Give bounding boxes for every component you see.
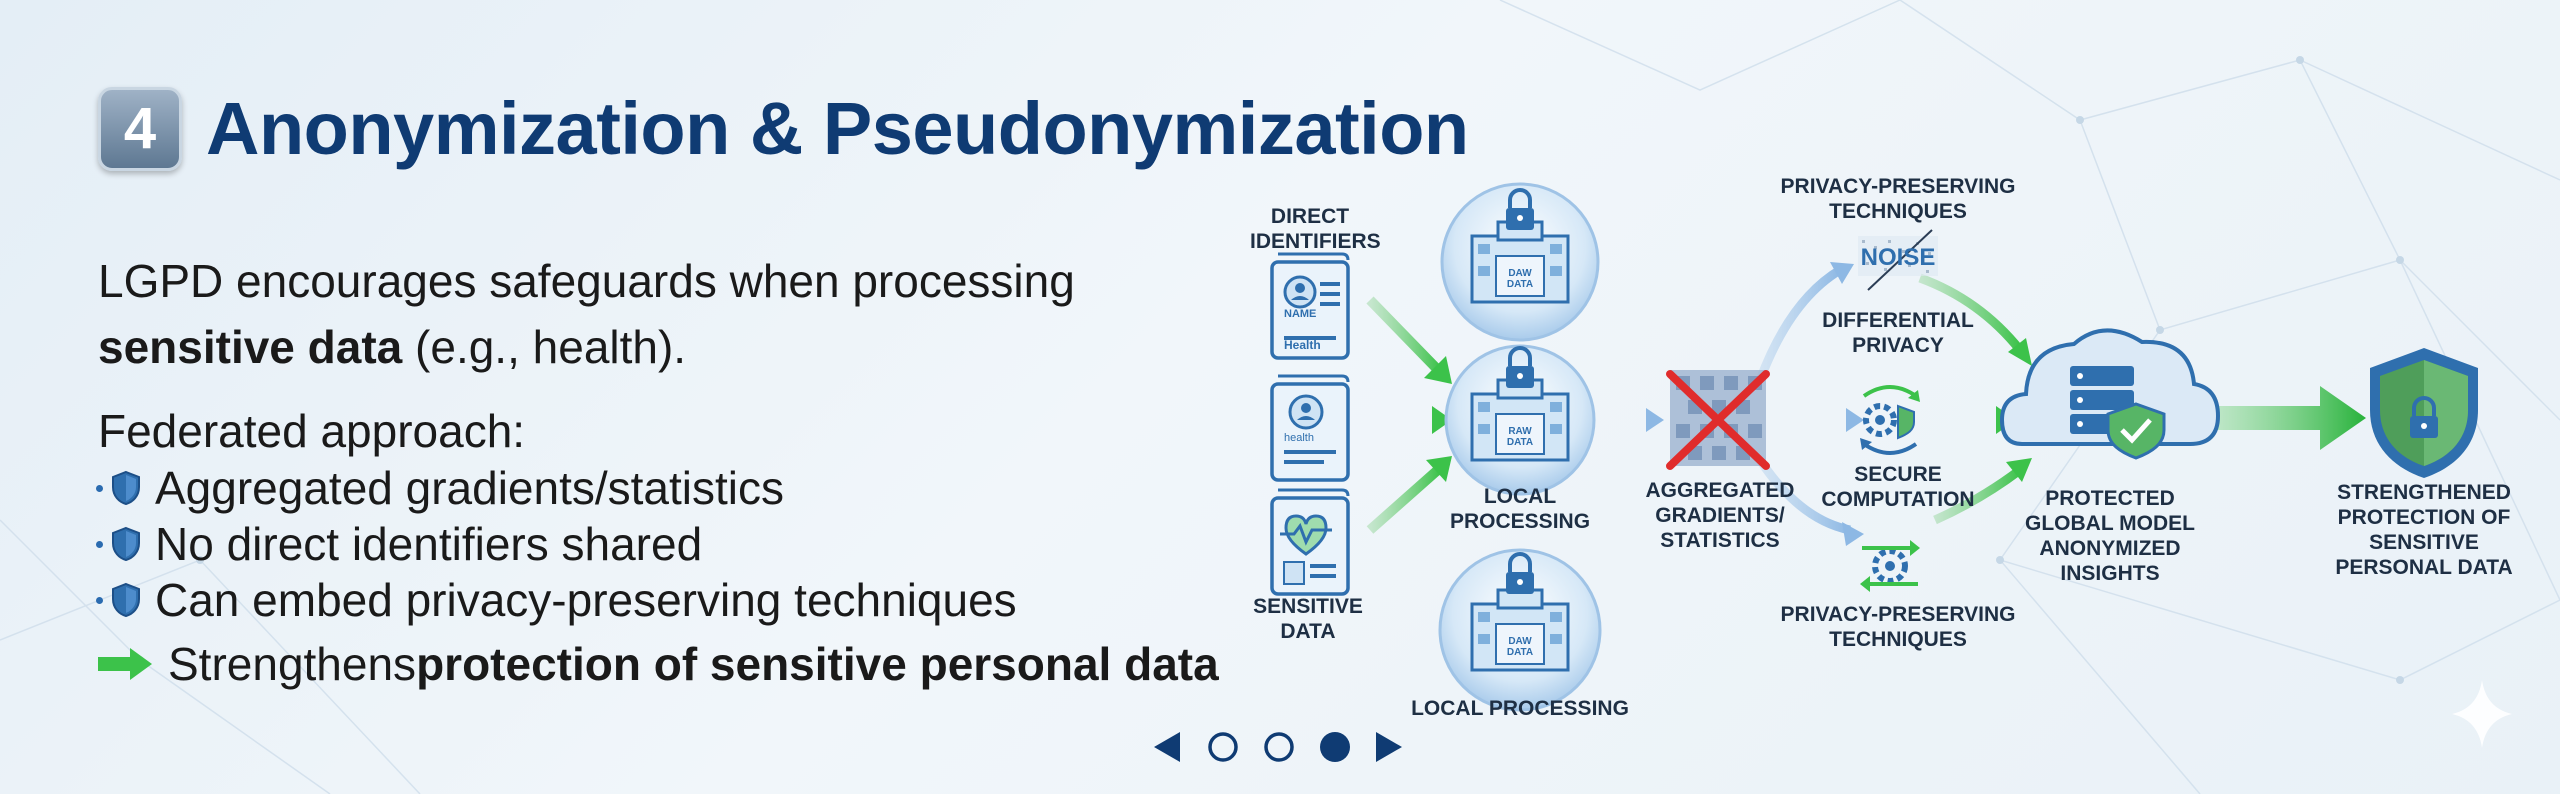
- doc2-field-health: health: [1284, 432, 1314, 444]
- intro-line-1: LGPD encourages safeguards when processi…: [98, 255, 1075, 307]
- cloud-server-icon: [1999, 328, 2221, 460]
- title-row: 4 Anonymization & Pseudonymization: [98, 86, 1469, 171]
- conclusion-line: Strengthens protection of sensitive pers…: [96, 637, 1219, 691]
- bullet-3: Can embed privacy-preserving techniques: [96, 573, 1017, 627]
- bullet-dot: [96, 596, 103, 604]
- arrow-right-icon: [98, 648, 152, 680]
- conclusion-prefix: Strengthens: [168, 638, 417, 690]
- document-icon: [1270, 374, 1350, 482]
- bullet-1: Aggregated gradients/statistics: [96, 461, 784, 515]
- aggregated-data-block: [1666, 370, 1770, 470]
- bullet-2: No direct identifiers shared: [96, 517, 702, 571]
- document-icon: [1270, 488, 1350, 596]
- bullet-2-text: No direct identifiers shared: [155, 518, 703, 570]
- gear-icon: [1860, 540, 1920, 592]
- doc1-field-name: NAME: [1284, 308, 1317, 320]
- doc-to-processing-arrows: [1366, 296, 1452, 534]
- aggregate-to-techniques-arrows: [1755, 262, 1864, 546]
- arrow-right-icon: [2190, 386, 2366, 450]
- page-dot-1[interactable]: [1206, 730, 1240, 764]
- slide-title: Anonymization & Pseudonymization: [206, 87, 1469, 170]
- shield-icon: [112, 526, 140, 562]
- doc1-field-health: Health: [1284, 338, 1321, 352]
- intro-line-2: sensitive data (e.g., health).: [98, 320, 686, 374]
- slide-number-badge: 4: [98, 86, 182, 171]
- bullet-dot: [96, 484, 103, 492]
- hospital-icon: [1444, 344, 1596, 496]
- gear-icon: [1860, 385, 1920, 455]
- hospital-icon: [1440, 182, 1600, 342]
- noise-label: NOISE: [1860, 244, 1936, 271]
- prev-slide-button[interactable]: [1152, 730, 1182, 764]
- conclusion-bold: protection of sensitive personal data: [416, 638, 1219, 690]
- techniques-to-model-arrows: [1918, 273, 2032, 525]
- label-local-processing-bottom: LOCAL PROCESSING: [1411, 697, 1629, 720]
- shield-icon: [112, 582, 140, 618]
- shield-icon: [112, 470, 140, 506]
- bullet-1-text: Aggregated gradients/statistics: [155, 462, 785, 514]
- bullet-dot: [96, 540, 103, 548]
- page-dot-3-active[interactable]: [1318, 730, 1352, 764]
- bullet-3-text: Can embed privacy-preserving techniques: [155, 574, 1017, 626]
- sparkle-icon: [2452, 680, 2512, 748]
- document-icon: [1270, 252, 1350, 360]
- shield-icon: [2370, 348, 2478, 478]
- hospital-icon: [1438, 548, 1602, 712]
- intro-bold: sensitive data: [98, 321, 403, 373]
- federated-heading: Federated approach:: [98, 405, 526, 457]
- next-slide-button[interactable]: [1374, 730, 1404, 764]
- intro-rest: (e.g., health).: [402, 321, 687, 373]
- page-dot-2[interactable]: [1262, 730, 1296, 764]
- noise-icon: [1858, 229, 1938, 291]
